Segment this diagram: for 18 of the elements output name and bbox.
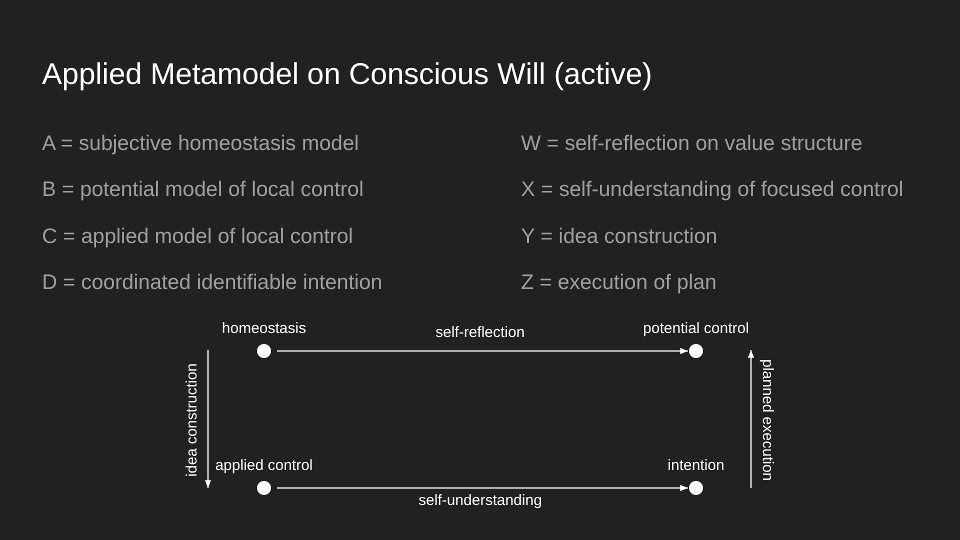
- definition-text: D = coordinated identifiable intention: [42, 271, 382, 295]
- arrow: [748, 350, 754, 488]
- slide-title: Applied Metamodel on Conscious Will (active): [42, 58, 652, 92]
- arrow: [277, 484, 688, 492]
- definition-text: W = self-reflection on value structure: [521, 132, 862, 156]
- arrow: [277, 348, 688, 354]
- definition-text: Y = idea construction: [521, 225, 718, 249]
- definition-text: B = potential model of local control: [42, 178, 364, 202]
- definition-text: A = subjective homeostasis model: [42, 132, 359, 156]
- node-label: homeostasis: [222, 320, 306, 338]
- edge-label: self-understanding: [416, 492, 544, 510]
- definition-text: Z = execution of plan: [521, 271, 717, 295]
- definition-text: C = applied model of local control: [42, 225, 354, 249]
- node-label: potential control: [643, 320, 749, 338]
- node-label: intention: [668, 457, 724, 475]
- definition-text: X = self-understanding of focused control: [521, 178, 904, 202]
- arrow: [204, 350, 212, 488]
- node-label: applied control: [215, 457, 313, 475]
